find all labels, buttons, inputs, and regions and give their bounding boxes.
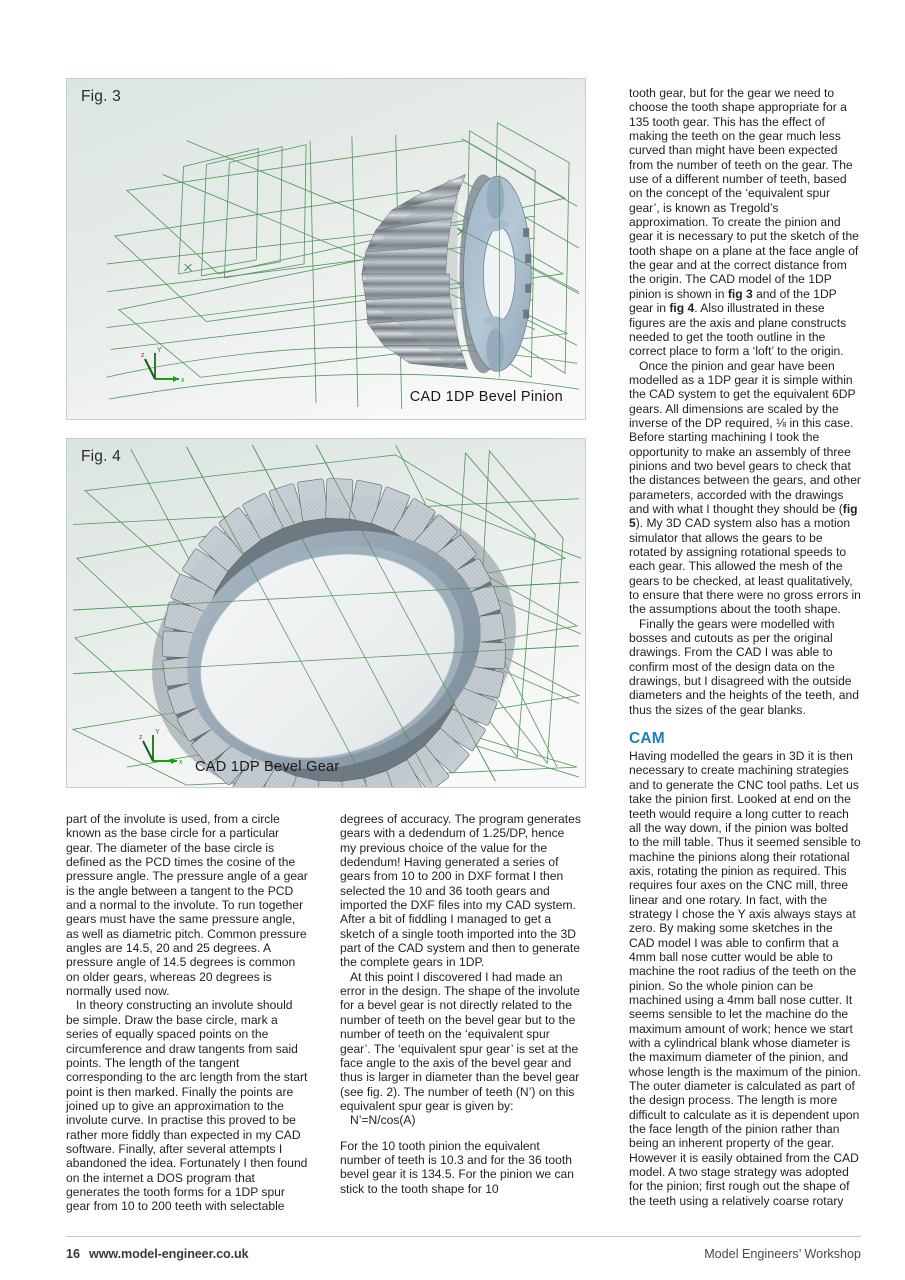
- figure-3-label: Fig. 3: [81, 88, 121, 105]
- footer-divider: [66, 1236, 861, 1237]
- paragraph: In theory constructing an involute shoul…: [66, 998, 308, 1214]
- figure-3-caption: CAD 1DP Bevel Pinion: [409, 389, 563, 405]
- page-footer: 16 www.model-engineer.co.uk Model Engine…: [0, 1236, 905, 1280]
- paragraph: Having modelled the gears in 3D it is th…: [629, 749, 861, 1208]
- figure-3-cad-render: [67, 79, 585, 419]
- body-column-right: tooth gear, but for the gear we need to …: [629, 86, 861, 1208]
- figure-4-caption: CAD 1DP Bevel Gear: [195, 759, 340, 775]
- svg-text:z: z: [139, 734, 143, 741]
- paragraph: For the 10 tooth pinion the equivalent n…: [340, 1138, 574, 1196]
- svg-text:Y: Y: [155, 729, 160, 736]
- axis-triad-fig4: Y x z: [139, 727, 185, 771]
- section-heading-cam: CAM: [629, 730, 665, 748]
- figure-4-label: Fig. 4: [81, 448, 121, 465]
- svg-text:x: x: [181, 377, 185, 384]
- body-column-bottom-middle: degrees of accuracy. The program generat…: [340, 812, 583, 1196]
- svg-text:z: z: [141, 352, 145, 359]
- figure-4-cad-render: [67, 439, 585, 787]
- figure-4: Y x z Fig. 4 CAD 1DP Bevel Gear: [66, 438, 586, 788]
- paragraph: Once the pinion and gear have been model…: [629, 358, 861, 617]
- paragraph: At this point I discovered I had made an…: [340, 969, 580, 1113]
- paragraph: Finally the gears were modelled with bos…: [629, 616, 859, 717]
- paragraph: tooth gear, but for the gear we need to …: [629, 86, 859, 359]
- svg-text:x: x: [179, 759, 183, 766]
- svg-text:Y: Y: [157, 347, 162, 354]
- formula: N’=N/cos(A): [350, 1113, 416, 1128]
- figure-3: Y x z Fig. 3 CAD 1DP Bevel Pinion: [66, 78, 586, 420]
- paragraph: degrees of accuracy. The program generat…: [340, 812, 581, 970]
- spacer: [340, 1128, 583, 1139]
- page-number: 16: [66, 1247, 81, 1261]
- footer-publication: Model Engineers’ Workshop: [704, 1247, 861, 1261]
- footer-website[interactable]: www.model-engineer.co.uk: [89, 1247, 249, 1261]
- axis-triad-fig3: Y x z: [141, 345, 187, 389]
- body-column-bottom-left: part of the involute is used, from a cir…: [66, 812, 309, 1214]
- paragraph: part of the involute is used, from a cir…: [66, 812, 308, 999]
